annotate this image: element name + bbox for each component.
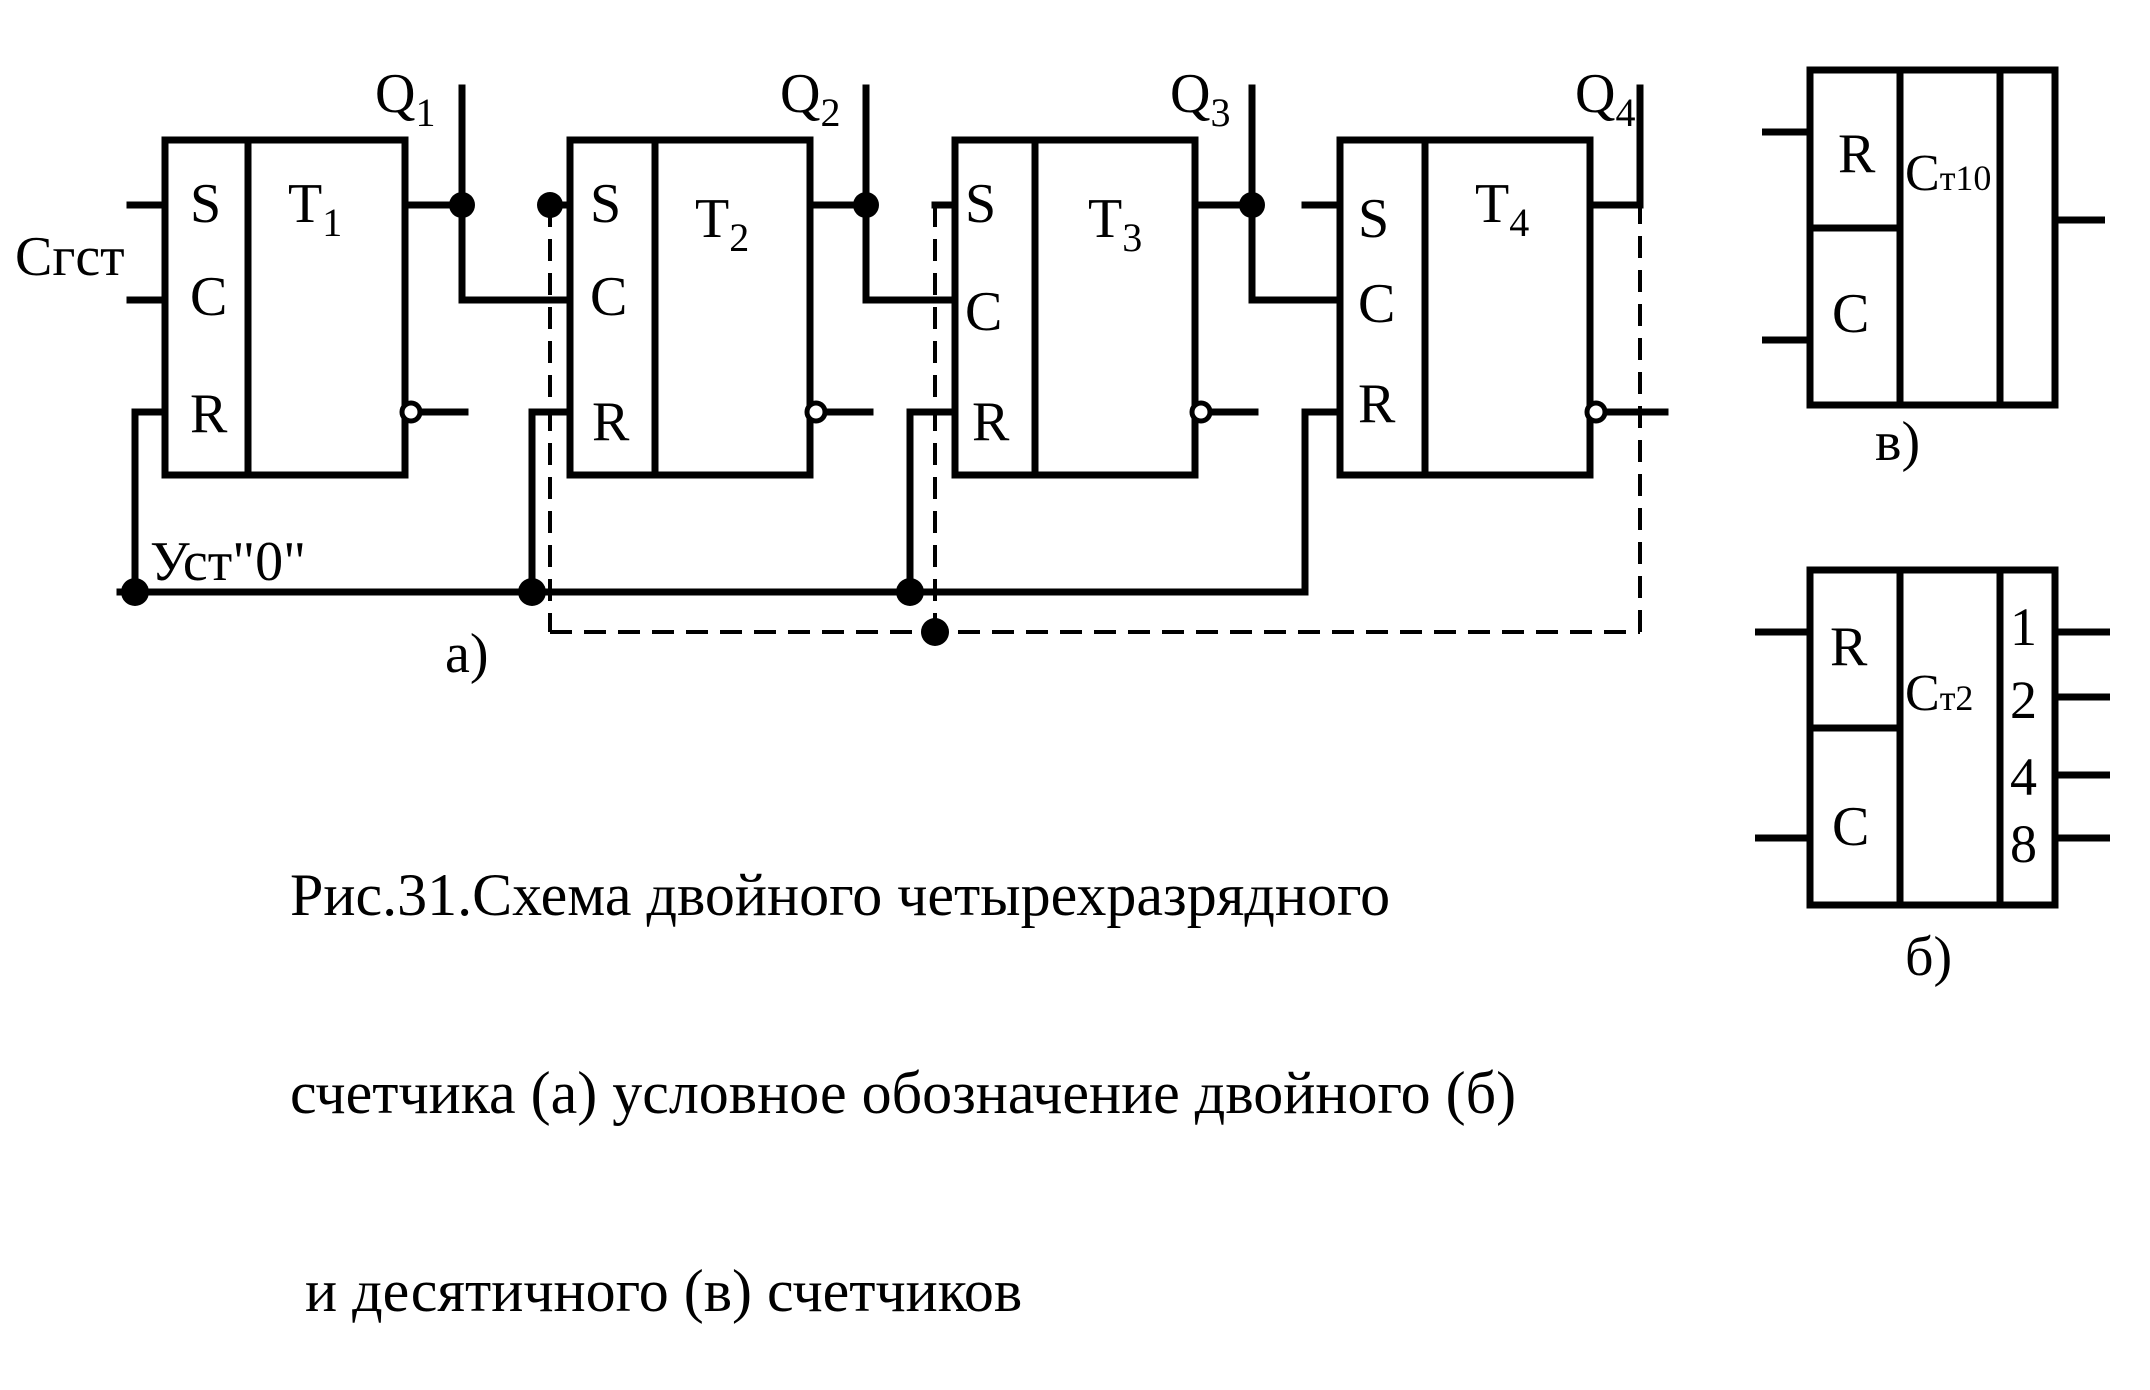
flip-flop-body (566, 136, 814, 479)
flip-flop-t4 (1336, 136, 1594, 479)
t3-s-label: S (965, 173, 996, 235)
junction-dots (121, 192, 1265, 646)
t3-name: T3 (1088, 188, 1142, 260)
flip-flop-t3 (951, 136, 1199, 479)
t2-name: T2 (695, 188, 749, 260)
t1-c-label: C (190, 266, 227, 328)
binary-counter-name: Ст2 (1905, 665, 1973, 722)
binary-counter-r-label: R (1830, 616, 1868, 678)
binary-counter-output-4: 4 (2010, 747, 2037, 807)
q1-label: Q1 (375, 63, 435, 135)
caption-line-1: Рис.31.Схема двойного четырехразрядного (290, 862, 1391, 928)
caption-line-2: счетчика (а) условное обозначение двойно… (290, 1060, 1517, 1126)
t1-r-label: R (190, 383, 228, 445)
t3-r-label: R (972, 391, 1010, 453)
caption-line-3: и десятичного (в) счетчиков (290, 1258, 1023, 1324)
t4-c-label: C (1358, 273, 1395, 335)
q4-wire (1586, 84, 1644, 209)
flip-flop-body (951, 136, 1199, 479)
q4-label: Q4 (1575, 63, 1635, 135)
reset-bus (116, 408, 1344, 596)
dashed-feedback-loop (548, 205, 1642, 634)
reset-label: Уст"0" (150, 531, 306, 593)
figure-caption: Рис.31.Схема двойного четырехразрядного … (290, 730, 1690, 1390)
figure-label-v: в) (1875, 411, 1920, 473)
decimal-counter-c-label: C (1832, 283, 1869, 345)
flip-flop-t1 (161, 136, 409, 479)
decimal-counter-name: Ст10 (1905, 145, 1991, 202)
t4-r-label: R (1358, 373, 1396, 435)
t4-name: T4 (1475, 173, 1529, 245)
t4-s-label: S (1358, 188, 1389, 250)
t2-r-label: R (592, 391, 630, 453)
figure-label-b: б) (1905, 926, 1952, 988)
clock-input-label: Сгст (15, 226, 125, 288)
flip-flop-body (1336, 136, 1594, 479)
binary-counter-c-label: C (1832, 796, 1869, 858)
t1-s-label: S (190, 173, 221, 235)
binary-counter-output-1: 1 (2010, 597, 2037, 657)
flip-flop-t2 (566, 136, 814, 479)
decimal-counter-symbol: R C Ст10 в) (1762, 66, 2105, 473)
t2-c-label: C (590, 266, 627, 328)
counter-schematic: S C R T1 Q1 S C R T2 Q2 S C R T3 Q3 S C … (15, 63, 2110, 988)
t3-c-label: C (965, 281, 1002, 343)
decimal-counter-r-label: R (1838, 123, 1876, 185)
figure-label-a: а) (445, 623, 489, 685)
binary-counter-output-8: 8 (2010, 814, 2037, 874)
binary-counter-output-2: 2 (2010, 670, 2037, 730)
inversion-bubbles (399, 400, 1608, 424)
flip-flop-body (161, 136, 409, 479)
binary-counter-symbol: R C Ст2 1 2 4 8 б) (1755, 566, 2110, 988)
t2-s-label: S (590, 173, 621, 235)
q3-label: Q3 (1170, 63, 1230, 135)
t1-name: T1 (288, 173, 342, 245)
q2-label: Q2 (780, 63, 840, 135)
